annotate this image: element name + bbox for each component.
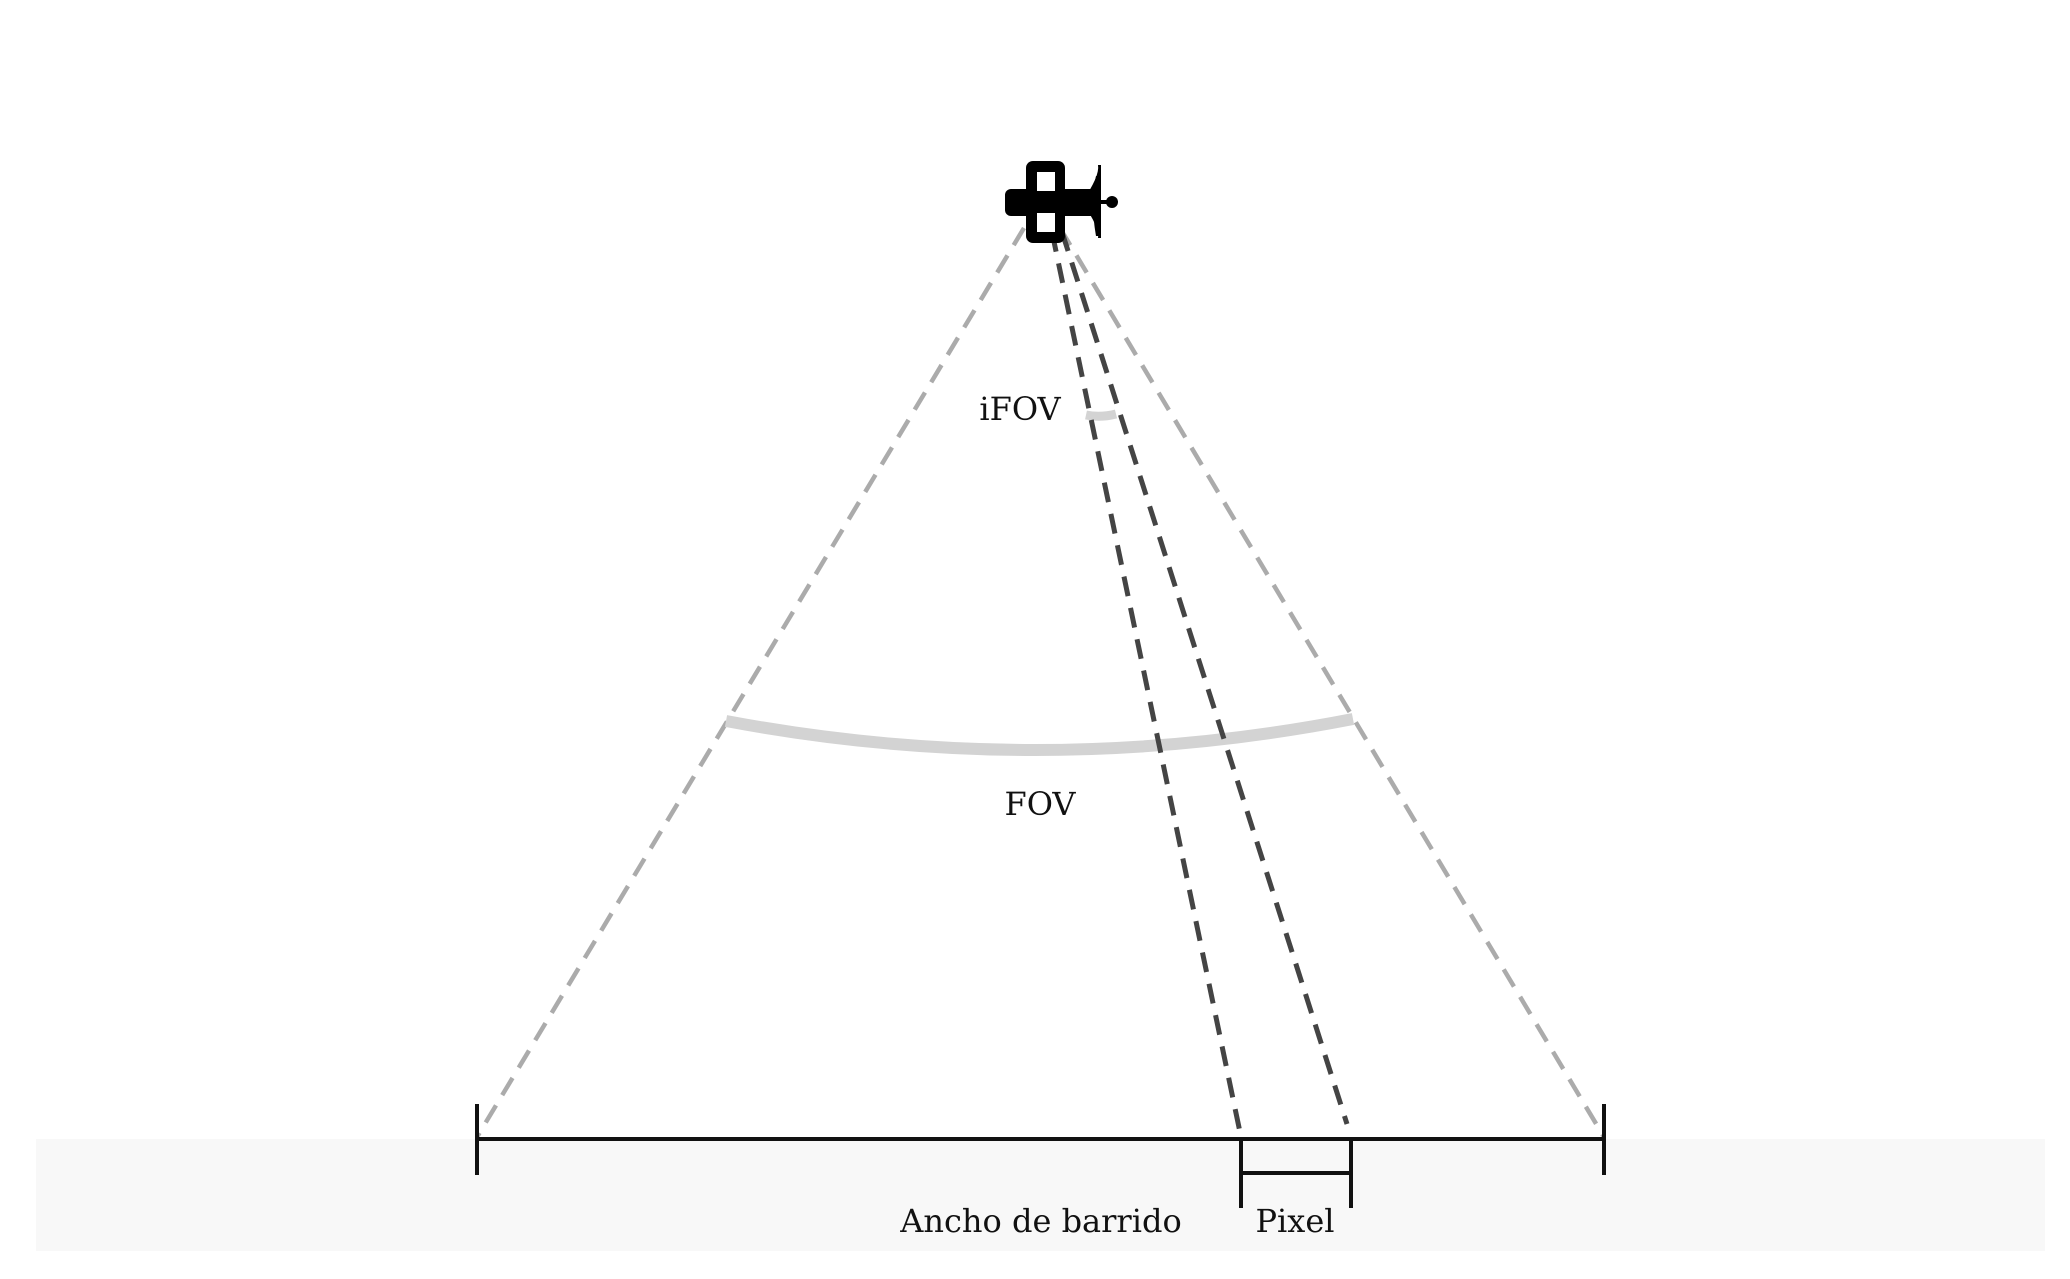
satellite-icon [1005,161,1118,243]
ifov-label: iFOV [979,390,1061,428]
fov-right-ray [1058,226,1606,1139]
swath-width-label: Ancho de barrido [899,1202,1181,1240]
pixel-label: Pixel [1256,1202,1335,1240]
fov-left-ray [475,226,1026,1139]
fov-label: FOV [1005,785,1077,823]
ifov-right-ray [1059,231,1350,1125]
fov-angle-arc [724,713,1355,756]
ifov-angle-arc [1085,409,1118,421]
ifov-left-ray [1049,231,1244,1138]
ground-band [36,1139,2045,1251]
